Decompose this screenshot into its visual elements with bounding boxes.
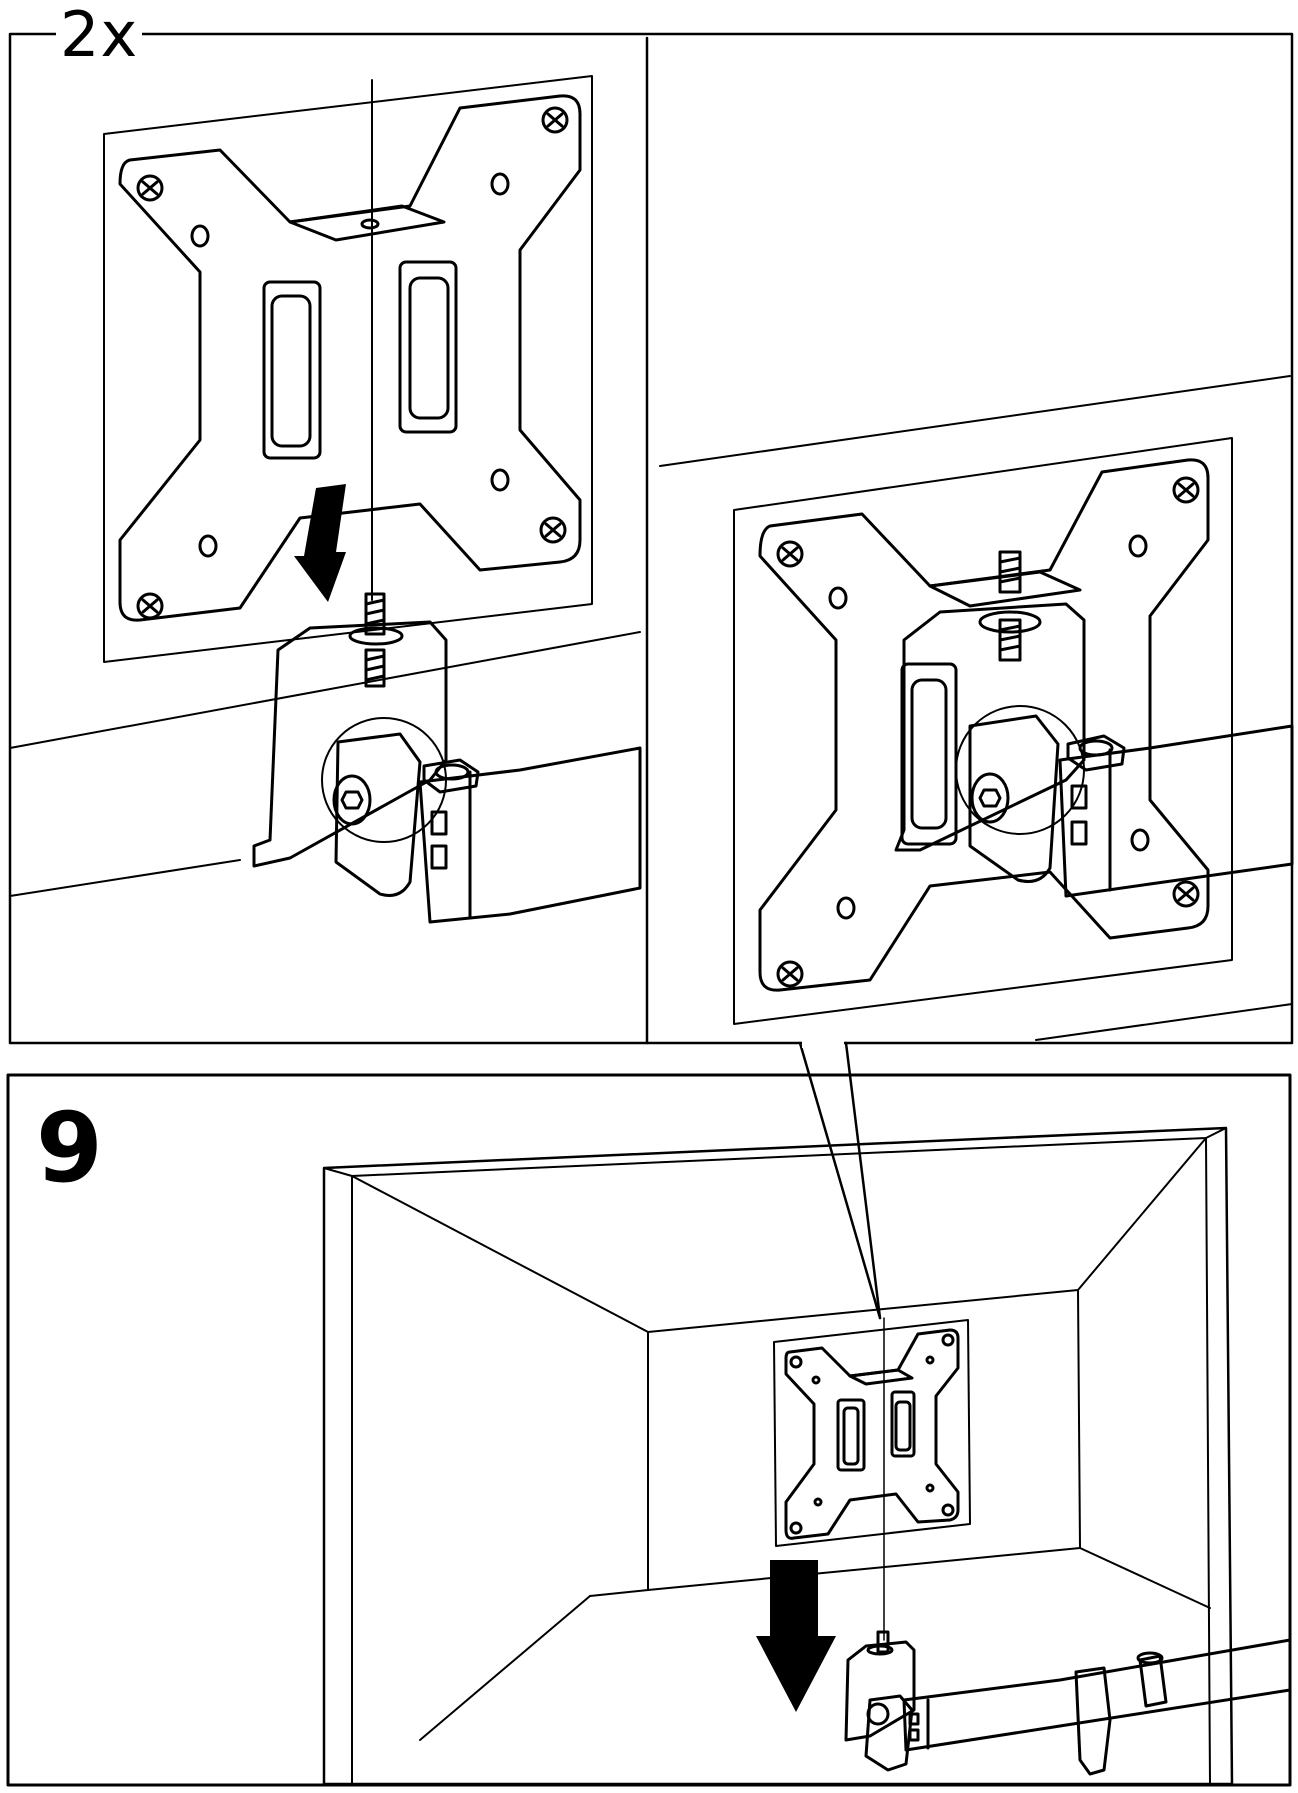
- screw-icon: [776, 476, 1200, 988]
- vesa-plate: [118, 94, 582, 622]
- mount-bracket: [252, 620, 448, 868]
- detail-right-panel: [659, 375, 1294, 1041]
- threaded-stud: [364, 592, 386, 688]
- monitor-arm: [1058, 724, 1294, 898]
- callout-pointer: [798, 1040, 882, 1320]
- detail-left-panel: [9, 75, 642, 924]
- plate-holes: [828, 534, 1150, 920]
- mount-arm-small: [844, 1630, 1292, 1776]
- arrow-down-icon: [294, 484, 346, 602]
- monitor-arm: [418, 746, 642, 924]
- quantity-label: 2x: [56, 4, 143, 66]
- arrow-down-icon: [756, 1560, 836, 1712]
- vesa-plate-small: [773, 1319, 971, 1547]
- step-number: 9: [36, 1092, 103, 1204]
- screw-icon: [136, 106, 569, 620]
- detail-callout: [8, 32, 1294, 1045]
- vesa-plate: [758, 458, 1210, 992]
- plate-holes: [190, 172, 510, 558]
- mount-bracket: [894, 602, 1086, 852]
- monitor-back-surface: [733, 437, 1233, 1025]
- monitor-back: [322, 1126, 1234, 1786]
- step-panel: [6, 1073, 1292, 1787]
